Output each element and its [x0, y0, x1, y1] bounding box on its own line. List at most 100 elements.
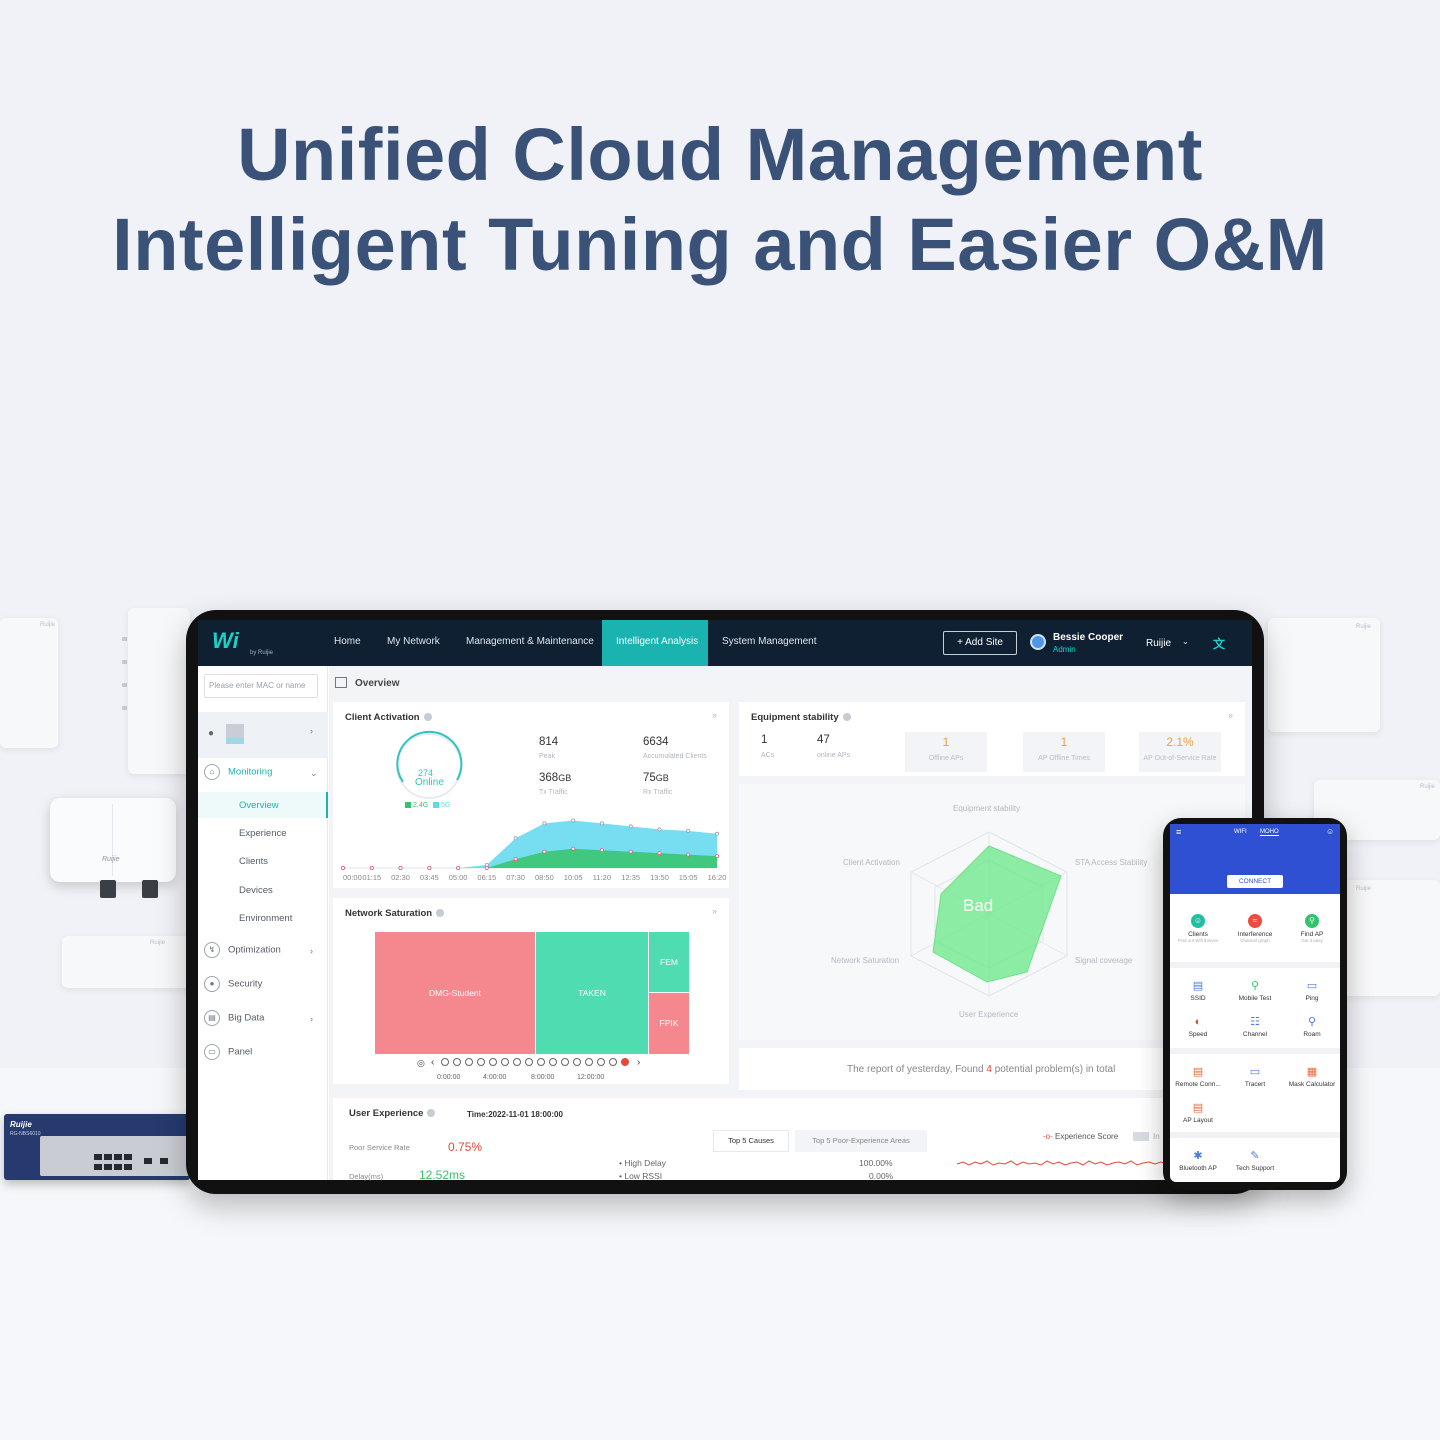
- nav-home[interactable]: Home: [334, 636, 361, 647]
- remote-connect-icon: ▤: [1192, 1066, 1204, 1078]
- sidebar-item-experience[interactable]: Experience: [239, 828, 287, 839]
- sidebar-item-big-data[interactable]: ▤Big Data: [204, 1010, 264, 1026]
- phone-tool-ssid[interactable]: ▤SSID: [1170, 980, 1226, 1002]
- chevron-down-icon[interactable]: ⌄: [310, 768, 318, 778]
- card-title: User Experience: [349, 1108, 436, 1119]
- sidebar-item-optimization[interactable]: ↯Optimization: [204, 942, 281, 958]
- phone-tool-mobile-test[interactable]: ⚲Mobile Test: [1227, 980, 1283, 1002]
- chevron-right-icon[interactable]: ›: [310, 726, 313, 736]
- timeline-dot[interactable]: [525, 1058, 533, 1066]
- nav-system-management[interactable]: System Management: [722, 636, 817, 647]
- out-of-service-box[interactable]: 2.1%AP Out-of-Service Rate: [1139, 732, 1221, 772]
- sidebar-item-environment[interactable]: Environment: [239, 913, 293, 924]
- timeline-dot[interactable]: [477, 1058, 485, 1066]
- timeline-dot[interactable]: [609, 1058, 617, 1066]
- timeline-dot[interactable]: [441, 1058, 449, 1066]
- timeline-dot[interactable]: [513, 1058, 521, 1066]
- tab-top-causes[interactable]: Top 5 Causes: [713, 1130, 789, 1152]
- avatar[interactable]: [1030, 634, 1046, 650]
- help-icon[interactable]: [427, 1109, 436, 1118]
- org-selector[interactable]: Ruijie: [1146, 638, 1172, 649]
- nav-my-network[interactable]: My Network: [387, 636, 440, 647]
- report-text: The report of yesterday, Found 4 potenti…: [847, 1064, 1115, 1075]
- data-point: [513, 857, 518, 862]
- experience-time: Time:2022-11-01 18:00:00: [467, 1110, 563, 1119]
- phone-tool-remote-conn[interactable]: ▤Remote Conn...: [1170, 1066, 1226, 1088]
- rx-unit: GB: [655, 773, 669, 783]
- delay-label: Delay(ms): [349, 1172, 384, 1181]
- timeline-dot[interactable]: [537, 1058, 545, 1066]
- timeline-dot[interactable]: [597, 1058, 605, 1066]
- timeline-current-dot[interactable]: [621, 1058, 629, 1066]
- x-tick-label: 16:20: [708, 873, 727, 882]
- menu-icon[interactable]: ≡: [1176, 827, 1182, 837]
- tab-top-poor-areas[interactable]: Top 5 Poor-Experience Areas: [795, 1130, 927, 1152]
- ap-brand-label: Ruijie: [150, 940, 166, 946]
- nav-intelligent-analysis[interactable]: Intelligent Analysis: [616, 636, 699, 647]
- sidebar-item-panel[interactable]: ▭Panel: [204, 1044, 252, 1060]
- treemap-cell-fpik[interactable]: FPIK: [649, 993, 689, 1054]
- phone-tool-bluetooth-ap[interactable]: ✱Bluetooth AP: [1170, 1150, 1226, 1172]
- timeline-dot[interactable]: [549, 1058, 557, 1066]
- sidebar-item-monitoring[interactable]: ⌂Monitoring: [204, 764, 272, 780]
- headline: Unified Cloud Management Intelligent Tun…: [0, 110, 1440, 290]
- sidebar-item-clients[interactable]: Clients: [239, 856, 269, 867]
- timeline-dot[interactable]: [489, 1058, 497, 1066]
- site-selector[interactable]: ● ›: [198, 712, 328, 758]
- phone-tool-ping[interactable]: ▭Ping: [1284, 980, 1340, 1002]
- app-logo[interactable]: Wi: [212, 628, 239, 653]
- play-icon[interactable]: ◎: [417, 1058, 425, 1068]
- radar-area: [932, 845, 1062, 983]
- timeline-dot[interactable]: [465, 1058, 473, 1066]
- phone-tool-tracert[interactable]: ▭Tracert: [1227, 1066, 1283, 1088]
- timeline-dot[interactable]: [501, 1058, 509, 1066]
- help-icon[interactable]: [436, 909, 445, 918]
- phone-tool-roam[interactable]: ⚲Roam: [1284, 1016, 1340, 1038]
- nav-management-maintenance[interactable]: Management & Maintenance: [466, 636, 594, 647]
- chevron-right-icon[interactable]: ›: [310, 946, 313, 956]
- translate-icon[interactable]: 文: [1213, 637, 1226, 651]
- treemap-cell-fem[interactable]: FEM: [649, 932, 689, 992]
- user-name[interactable]: Bessie Cooper: [1053, 632, 1124, 643]
- x-tick-label: 08:50: [535, 873, 554, 882]
- previous-icon[interactable]: ‹: [431, 1057, 435, 1068]
- chevron-down-icon[interactable]: ⌄: [1182, 637, 1189, 646]
- timeline-dot[interactable]: [453, 1058, 461, 1066]
- add-site-button[interactable]: + Add Site: [943, 631, 1017, 655]
- phone-tool-speed[interactable]: ◐Speed: [1170, 1016, 1226, 1038]
- chevron-right-icon[interactable]: ›: [310, 1014, 313, 1024]
- phone-tool-mask-calculator[interactable]: ▦Mask Calculator: [1284, 1066, 1340, 1088]
- connect-button[interactable]: CONNECT: [1227, 875, 1283, 888]
- search-input[interactable]: Please enter MAC or name: [204, 674, 318, 698]
- phone-tool-ap-layout[interactable]: ▤AP Layout: [1170, 1102, 1226, 1124]
- switch-port-bay: [40, 1136, 190, 1176]
- treemap-cell-taken[interactable]: TAKEN: [536, 932, 648, 1054]
- sidebar-item-devices[interactable]: Devices: [239, 885, 273, 896]
- phone-tool-channel[interactable]: ☷Channel: [1227, 1016, 1283, 1038]
- sidebar-item-security[interactable]: ●Security: [204, 976, 262, 992]
- treemap-cell-dmg-student[interactable]: DMG-Student: [375, 932, 535, 1054]
- phone-tab-moho[interactable]: MOHO: [1260, 829, 1279, 836]
- timeline-dot[interactable]: [561, 1058, 569, 1066]
- help-icon[interactable]: [842, 713, 851, 722]
- expand-icon[interactable]: »: [711, 710, 717, 720]
- user-icon[interactable]: ☺: [1326, 827, 1335, 836]
- port: [144, 1158, 152, 1164]
- app-logo-subtitle: by Ruijie: [250, 650, 274, 656]
- legend-label: In: [1153, 1132, 1160, 1141]
- expand-icon[interactable]: »: [1227, 710, 1233, 720]
- help-icon[interactable]: [423, 713, 432, 722]
- timeline-dot[interactable]: [573, 1058, 581, 1066]
- expand-icon[interactable]: »: [711, 906, 717, 916]
- phone-tool-tech-support[interactable]: ✎Tech Support: [1227, 1150, 1283, 1172]
- sidebar-item-overview[interactable]: Overview: [239, 800, 279, 811]
- timeline-dot[interactable]: [585, 1058, 593, 1066]
- phone-tab-wifi[interactable]: WIFI: [1234, 829, 1247, 835]
- timeline-slider[interactable]: ◎ ‹ ›: [417, 1058, 647, 1070]
- next-icon[interactable]: ›: [637, 1057, 641, 1068]
